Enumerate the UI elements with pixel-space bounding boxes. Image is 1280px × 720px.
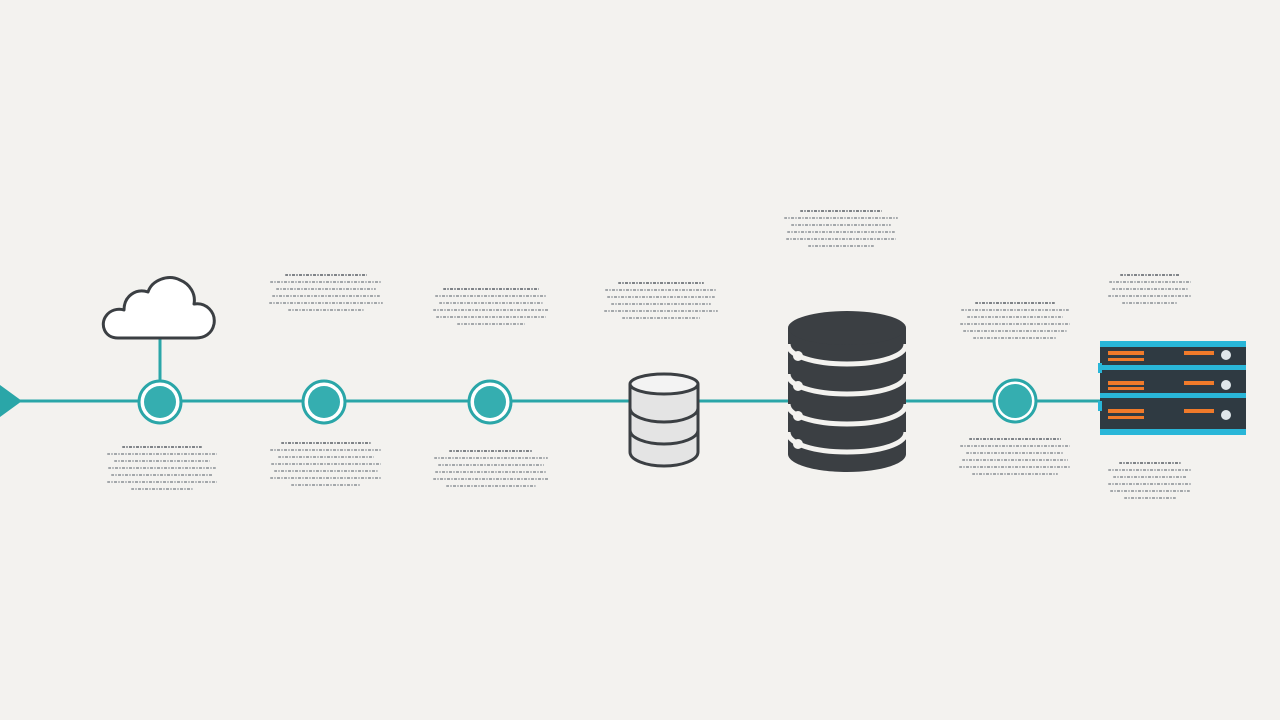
caption-node-6-above xyxy=(956,302,1074,339)
cloud-icon xyxy=(101,276,216,340)
caption-database-above xyxy=(600,282,722,319)
database-icon xyxy=(628,372,700,468)
caption-node-2-above xyxy=(266,274,386,311)
caption-node-2-below xyxy=(266,442,386,486)
caption-node-6-below xyxy=(956,438,1074,475)
caption-node-3-below xyxy=(430,450,552,487)
arrow-right-icon xyxy=(0,385,22,417)
timeline-node-3 xyxy=(467,379,513,425)
server-rack-icon xyxy=(1098,341,1246,435)
timeline-node-1 xyxy=(137,379,183,425)
timeline-node-6 xyxy=(992,378,1038,424)
caption-server-below xyxy=(1104,462,1196,499)
database-stack-icon xyxy=(786,311,908,472)
timeline-node-2 xyxy=(301,379,347,425)
caption-node-1-below xyxy=(104,446,220,490)
caption-database-stack-above xyxy=(778,210,904,247)
caption-node-3-above xyxy=(430,288,552,325)
caption-server-above xyxy=(1104,274,1196,304)
